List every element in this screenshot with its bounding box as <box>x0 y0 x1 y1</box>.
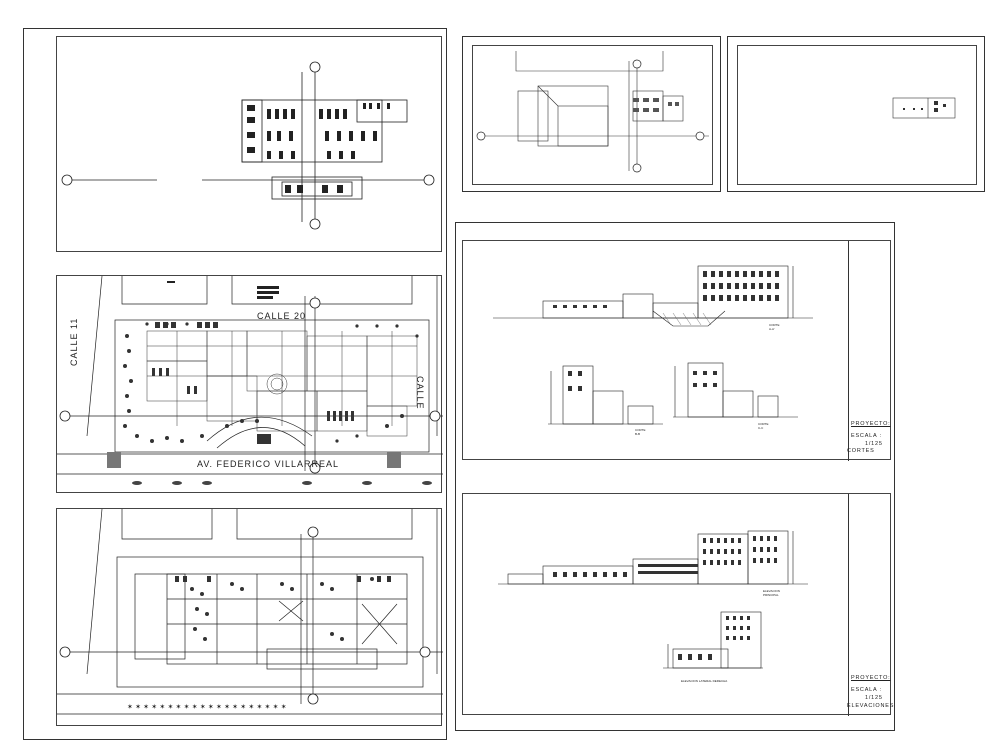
street-label-right: CALLE <box>415 376 425 410</box>
elevaciones-title-block: PROYECTO: ESCALA : 1/125 ELEVACIONES <box>847 494 895 716</box>
small-plan-drawing-1 <box>476 51 709 173</box>
street-label-top: CALLE 20 <box>257 311 307 321</box>
cortes-drawing <box>493 265 813 425</box>
plan-upper-drawing <box>61 61 435 230</box>
elevaciones-frame: ELEVACION PRINCIPAL ELEVACION LATERAL DE… <box>462 493 895 716</box>
small-plan-frame-1 <box>472 45 713 185</box>
section-aa-label: CORTE <box>769 323 780 327</box>
small-plan-frame-2 <box>737 45 977 185</box>
avenue-label: AV. FEDERICO VILLARREAL <box>197 459 340 469</box>
cortes-project-label: PROYECTO: <box>851 421 891 427</box>
site-plan-drawing <box>57 275 443 485</box>
elevation-principal-sub: PRINCIPAL <box>763 593 779 597</box>
site-plan-frame: CALLE 20 CALLE 11 CALLE AV. FEDERICO VIL… <box>56 275 443 493</box>
small-plan-sheet-1 <box>462 36 721 192</box>
section-cc-sub: C-C <box>758 426 764 430</box>
elevaciones-sheet-name: ELEVACIONES <box>847 703 895 709</box>
elevaciones-drawing <box>498 530 808 669</box>
cortes-sheet-name: CORTES <box>847 448 875 454</box>
section-bb-label: CORTE <box>635 428 646 432</box>
street-label-left: CALLE 11 <box>69 317 79 366</box>
plan-ground-frame: ✶ ✶ ✶ ✶ ✶ ✶ ✶ ✶ ✶ ✶ ✶ ✶ ✶ ✶ ✶ ✶ ✶ ✶ ✶ ✶ <box>56 508 443 726</box>
section-aa-sub: A-A' <box>769 327 775 331</box>
cortes-scale-value: 1/125 <box>865 441 883 447</box>
elevaciones-scale-value: 1/125 <box>865 695 883 701</box>
cortes-frame: CORTE A-A' CORTE B-B CORTE C-C PROYECTO:… <box>462 240 892 461</box>
section-bb-sub: B-B <box>635 432 641 436</box>
plan-upper-frame <box>56 36 442 252</box>
elevation-principal-label: ELEVACION <box>763 589 780 593</box>
sections-elevations-sheet <box>455 222 895 731</box>
plan-ground-drawing: ✶ ✶ ✶ ✶ ✶ ✶ ✶ ✶ ✶ ✶ ✶ ✶ ✶ ✶ ✶ ✶ ✶ ✶ ✶ ✶ <box>57 508 443 715</box>
plans-sheet <box>23 28 447 740</box>
cortes-scale-label: ESCALA : <box>851 433 882 439</box>
elevaciones-project-label: PROYECTO: <box>851 675 891 681</box>
small-plan-drawing-2 <box>892 97 956 119</box>
small-plan-sheet-2 <box>727 36 985 192</box>
elevation-lateral-label: ELEVACION LATERAL DERECHA <box>681 679 728 683</box>
cortes-title-block: PROYECTO: ESCALA : 1/125 CORTES <box>847 241 892 461</box>
section-cc-label: CORTE <box>758 422 769 426</box>
elevaciones-scale-label: ESCALA : <box>851 687 882 693</box>
svg-text:✶ ✶ ✶ ✶ ✶ ✶ ✶ ✶ ✶ ✶ ✶ ✶ ✶ ✶ ✶: ✶ ✶ ✶ ✶ ✶ ✶ ✶ ✶ ✶ ✶ ✶ ✶ ✶ ✶ ✶ ✶ ✶ ✶ ✶ ✶ <box>127 703 287 711</box>
